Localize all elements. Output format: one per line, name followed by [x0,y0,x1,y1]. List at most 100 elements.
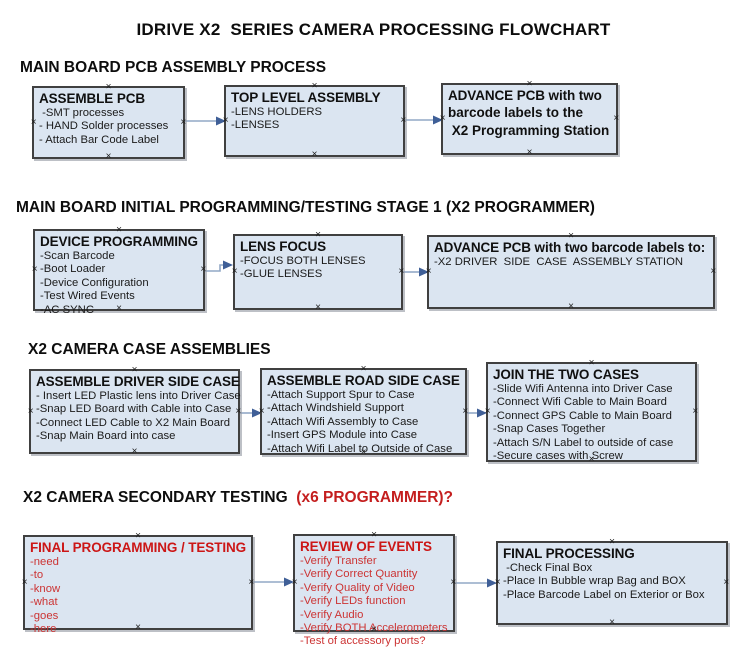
box-item: -Attach Windshield Support [267,402,404,415]
arrowhead-icon [252,408,262,418]
flow-box-assemble-driver-side-case: ASSEMBLE DRIVER SIDE CASE - Insert LED P… [27,365,241,457]
box-title: JOIN THE TWO CASES [493,367,639,382]
section-heading-black-part: X2 CAMERA SECONDARY TESTING [23,489,288,506]
box-title: ASSEMBLE ROAD SIDE CASE [267,373,460,388]
connection-handle-icon: × [231,266,238,277]
flow-box-device-programming: DEVICE PROGRAMMING -Scan Barcode-Boot Lo… [31,225,206,316]
box-items: -Slide Wifi Antenna into Driver Case -Con… [493,383,691,463]
box-item: -Verify BOTH Accelerometers [300,622,448,635]
connection-handle-icon: × [31,264,38,275]
box-items: -Check Final Box-Place In Bubble wrap Ba… [503,562,722,602]
section-heading-case-assemblies: X2 CAMERA CASE ASSEMBLIES [28,341,271,358]
box-item: - HAND Solder processes [39,120,169,133]
box-title: ADVANCE PCB with two [448,88,602,103]
flow-box-join-the-two-cases: JOIN THE TWO CASES -Slide Wifi Antenna i… [484,358,698,465]
arrowhead-icon [419,267,429,277]
connection-handle-icon: × [21,576,28,588]
box-item: -Check Final Box [503,562,593,574]
section-heading-pcb-assembly: MAIN BOARD PCB ASSEMBLY PROCESS [20,59,327,76]
arrowhead-icon [487,578,497,588]
connection-handle-icon: × [30,116,37,128]
box-item: -Attach S/N Label to outside of case [493,436,674,449]
box-items: -LENS HOLDERS-LENSES [231,106,399,133]
flow-box-review-of-events: REVIEW OF EVENTS -Verify Transfer-Verify… [291,530,456,647]
arrowhead-icon [477,408,487,418]
box-items: -need-to-know-what-goes-here [30,556,247,636]
box-item: - Attach Bar Code Label [39,133,159,146]
box-item: -know [30,582,61,595]
box-item: - Insert LED Plastic lens into Driver Ca… [36,390,241,402]
box-item: -Verify Audio [300,608,364,621]
box-item: -Verify Correct Quantity [300,568,418,581]
box-title: ADVANCE PCB with two barcode labels to: [434,240,706,255]
box-item: -Attach Support Spur to Case [267,389,415,401]
box-item: X2 Programming Station [448,123,610,138]
box-title: ASSEMBLE PCB [39,91,146,106]
flow-box-lens-focus: LENS FOCUS -FOCUS BOTH LENSES-GLUE LENSE… [231,230,404,313]
box-items: -SMT processes- HAND Solder processes- A… [39,107,179,147]
flow-box-final-processing: FINAL PROCESSING -Check Final Box-Place … [494,537,729,628]
box-items: -Verify Transfer-Verify Correct Quantity… [300,555,449,649]
box-title: DEVICE PROGRAMMING [40,234,198,249]
box-item: -GLUE LENSES [240,268,323,281]
box-title: ASSEMBLE DRIVER SIDE CASE [36,374,240,389]
arrowhead-icon [216,116,226,126]
arrowhead-icon [223,260,233,270]
arrowhead-icon [284,577,294,587]
flow-box-final-programming-testing: FINAL PROGRAMMING / TESTING -need-to-kno… [21,531,254,635]
box-item: -Snap LED Board with Cable into Case [36,403,232,416]
page-title: IDRIVE X2 SERIES CAMERA PROCESSING FLOWC… [136,20,611,39]
box-item: -what [30,596,58,609]
connection-handle-icon: × [291,577,298,588]
flow-box-assemble-pcb: ASSEMBLE PCB -SMT processes- HAND Solder… [30,82,186,162]
box-item: -X2 DRIVER SIDE CASE ASSEMBLY STATION [434,256,684,268]
box-item: -Test of accessory ports? [300,635,426,648]
box-item: -Device Configuration [40,276,149,289]
box-item: -need [30,556,59,568]
box-item: -Scan Barcode [40,250,115,262]
box-title: REVIEW OF EVENTS [300,539,432,554]
box-item: -Boot Loader [40,263,106,276]
box-item: -LENS HOLDERS [231,106,323,118]
box-item: -Verify Quality of Video [300,581,415,594]
box-item: -Place In Bubble wrap Bag and BOX [503,575,686,588]
connection-handle-icon: × [439,113,446,124]
box-item: -Insert GPS Module into Case [267,429,418,442]
flow-box-advance-pcb-programming-station: ADVANCE PCB with two barcode labels to t… [439,79,619,158]
box-item: -Snap Main Board into case [36,430,176,443]
box-title: TOP LEVEL ASSEMBLY [231,90,381,105]
box-item: -Slide Wifi Antenna into Driver Case [493,383,673,395]
box-item: -FOCUS BOTH LENSES [240,255,366,267]
box-item: -SMT processes [39,107,125,119]
box-item: -Snap Cases Together [493,423,606,436]
box-title: LENS FOCUS [240,239,327,254]
section-heading-secondary-testing: X2 CAMERA SECONDARY TESTING (x6 PROGRAMM… [23,489,453,507]
box-item: -goes [30,609,59,622]
box-item: -Attach Wifi Assembly to Case [267,415,419,428]
connection-handle-icon: × [27,405,34,417]
flow-box-assemble-road-side-case: ASSEMBLE ROAD SIDE CASE -Attach Support … [258,364,468,458]
flow-box-top-level-assembly: TOP LEVEL ASSEMBLY -LENS HOLDERS-LENSES … [222,81,406,160]
box-item: -Verify LEDs function [300,595,406,608]
section-heading-initial-programming: MAIN BOARD INITIAL PROGRAMMING/TESTING S… [16,199,595,216]
box-item: -Test Wired Events [40,290,135,303]
arrowhead-icon [433,115,443,125]
connection-handle-icon: × [222,115,229,126]
box-items: -X2 DRIVER SIDE CASE ASSEMBLY STATION [434,256,709,269]
flow-box-advance-pcb-driver-side-station: ADVANCE PCB with two barcode labels to: … [426,231,716,312]
connection-handle-icon: × [258,405,265,417]
box-item: -to [30,569,44,582]
connector-line [205,264,223,272]
box-item: -Connect GPS Cable to Main Board [493,409,672,422]
box-item: -Attach Wifi Label to Outside of Case [267,442,453,455]
box-items: -FOCUS BOTH LENSES-GLUE LENSES [240,255,397,282]
box-title: FINAL PROGRAMMING / TESTING [30,540,247,555]
box-title: FINAL PROCESSING [503,546,635,561]
connection-handle-icon: × [484,406,491,417]
connection-handle-icon: × [494,577,501,588]
box-items: - Insert LED Plastic lens into Driver Ca… [36,390,241,444]
box-item: -Place Barcode Label on Exterior or Box [503,588,705,601]
section-heading-red-part: (x6 PROGRAMMER)? [287,489,454,506]
